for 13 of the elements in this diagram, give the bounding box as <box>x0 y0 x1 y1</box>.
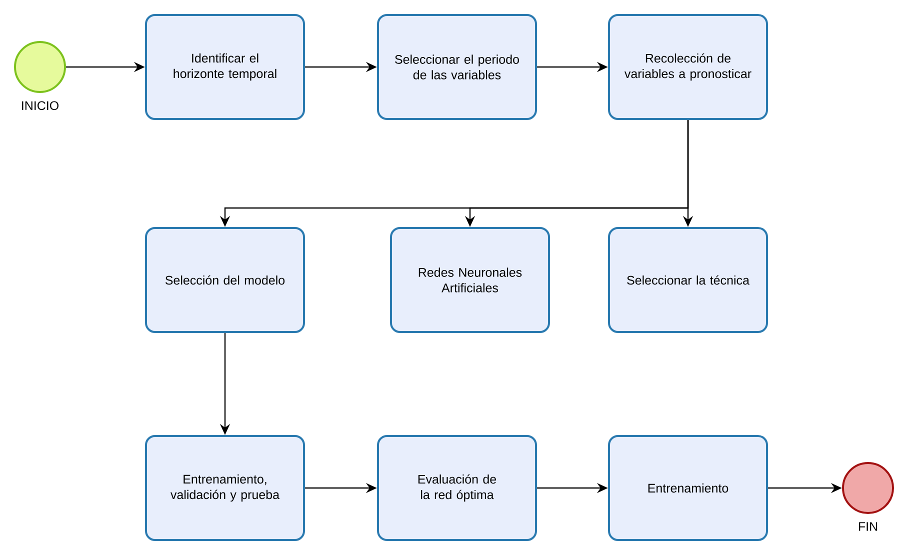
process-box: Seleccionar la técnica <box>608 227 768 333</box>
process-box: Entrenamiento <box>608 435 768 541</box>
event-label: INICIO <box>22 101 58 110</box>
process-box: Entrenamiento, validación y prueba <box>145 435 305 541</box>
event-circle <box>842 462 894 514</box>
process-box: Recolección de variables a pronosticar <box>608 14 768 120</box>
process-box: Evaluación de la red óptima <box>377 435 537 541</box>
process-box: Redes Neuronales Artificiales <box>390 227 550 333</box>
event-circle <box>14 41 66 93</box>
process-box: Seleccionar el periodo de las variables <box>377 14 537 120</box>
process-box: Selección del modelo <box>145 227 305 333</box>
process-box: Identificar el horizonte temporal <box>145 14 305 120</box>
event-label: FIN <box>858 522 878 531</box>
